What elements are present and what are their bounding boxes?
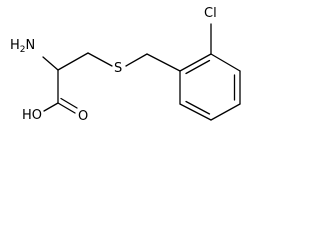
chemical-structure: H2N HO O S Cl: [10, 6, 241, 124]
bond-carboxyl-c-o-double-b: [60, 97, 78, 109]
ring-bond-5: [179, 103, 212, 121]
ring-inner-double-3: [185, 100, 211, 115]
ring-bond-1: [179, 53, 212, 72]
hydroxyl-label: HO: [22, 108, 42, 123]
benzene-ring: [179, 23, 241, 121]
ring-bond-2: [210, 53, 241, 72]
bond-carboxyl-c-to-oh: [43, 102, 59, 112]
bond-ch2-to-s: [87, 52, 113, 67]
bond-s-to-benzyl-ch2: [125, 53, 148, 67]
chlorine-label: Cl: [204, 6, 217, 21]
ring-inner-double-1: [185, 59, 211, 75]
bond-alpha-c-to-ch2: [57, 52, 89, 71]
ring-bond-4: [210, 103, 241, 121]
sulfur-label: S: [114, 61, 122, 76]
amine-label: H2N: [10, 38, 35, 55]
bond-n-to-alpha-c: [42, 56, 59, 71]
backbone-bonds: [42, 52, 181, 114]
bond-carboxyl-c-o-double-a: [57, 102, 76, 114]
bond-benzyl-ch2-to-ring: [146, 53, 181, 72]
carbonyl-oxygen-label: O: [78, 109, 88, 124]
